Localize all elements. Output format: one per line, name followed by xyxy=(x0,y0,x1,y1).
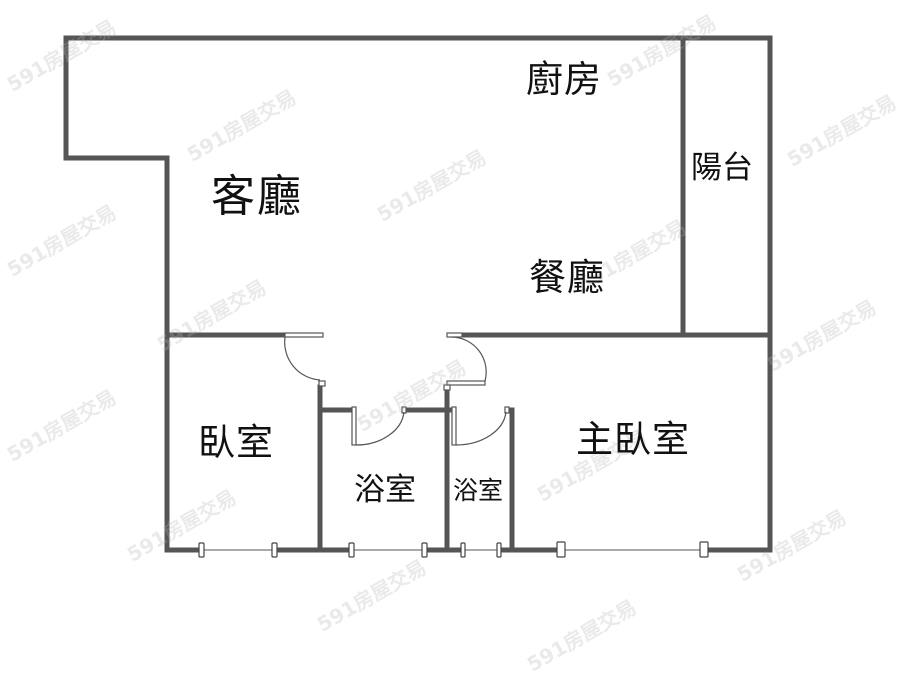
room-label-bath1: 浴室 xyxy=(354,472,416,508)
room-label-dining: 餐廳 xyxy=(529,256,605,299)
room-label-kitchen: 廚房 xyxy=(526,58,602,101)
room-label-balcony: 陽台 xyxy=(691,150,753,186)
floor-plan xyxy=(63,35,773,558)
window-frames xyxy=(198,541,709,558)
outer-wall xyxy=(63,35,773,553)
room-label-bath2: 浴室 xyxy=(453,476,504,505)
room-label-living: 客廳 xyxy=(211,171,303,222)
room-label-master: 主臥室 xyxy=(576,418,690,461)
room-label-bedroom: 臥室 xyxy=(198,421,274,464)
